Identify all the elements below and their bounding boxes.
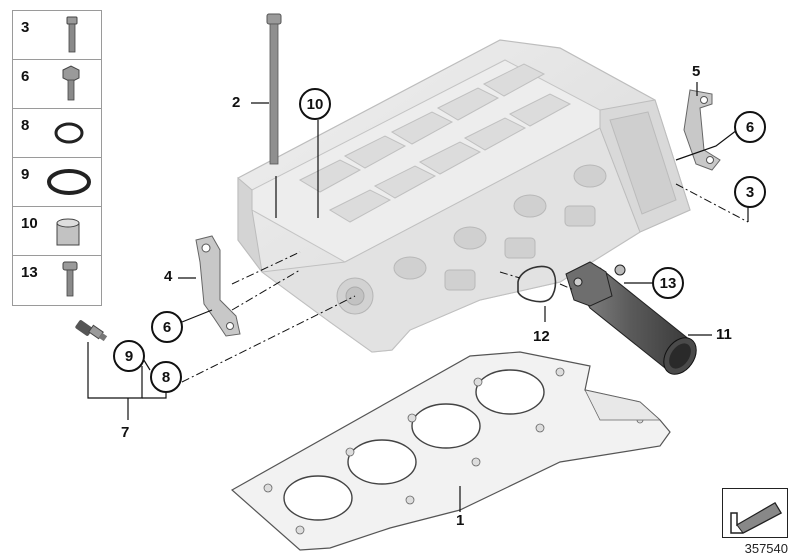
dashed-leaders (181, 183, 749, 383)
callout-8: 8 (150, 361, 182, 393)
label-5: 5 (692, 63, 701, 80)
legend-number: 3 (21, 19, 30, 36)
temperature-sensor (75, 320, 108, 342)
head-gasket (230, 351, 671, 551)
callout-9: 9 (113, 340, 145, 372)
callout-3: 3 (734, 176, 766, 208)
label-12: 12 (533, 328, 550, 345)
legend-number: 6 (21, 68, 30, 85)
label-2: 2 (232, 94, 241, 111)
legend-item: 3 (13, 11, 101, 60)
torx-bolt-icon (62, 261, 78, 297)
arrow-reference-icon (730, 501, 783, 534)
diagram-id: 357540 (744, 541, 788, 556)
bracket-left (195, 235, 241, 337)
o-ring-large-icon (47, 169, 91, 195)
sleeve-icon (56, 218, 80, 246)
bolt-icon (66, 16, 78, 53)
legend-number: 10 (21, 215, 38, 232)
legend-item: 13 (13, 256, 101, 305)
label-11: 11 (716, 326, 732, 343)
parts-legend: 3 6 8 9 10 (12, 10, 102, 306)
legend-item: 8 (13, 109, 101, 158)
legend-number: 13 (21, 264, 38, 281)
bracket-right (683, 89, 721, 171)
label-1: 1 (456, 512, 465, 529)
callout-6-right: 6 (734, 111, 766, 143)
callout-13: 13 (652, 267, 684, 299)
legend-number: 9 (21, 166, 30, 183)
legend-item: 6 (13, 60, 101, 109)
label-4: 4 (164, 268, 173, 285)
legend-number: 8 (21, 117, 30, 134)
callout-10: 10 (299, 88, 331, 120)
label-7: 7 (121, 424, 130, 441)
o-ring-small-icon (54, 122, 84, 144)
legend-item: 10 (13, 207, 101, 256)
cylinder-head (237, 39, 691, 353)
callout-6-left: 6 (151, 311, 183, 343)
coolant-pipe (565, 261, 697, 375)
reference-box (722, 488, 788, 538)
pipe-gasket (517, 265, 557, 303)
cylinder-head-bolt (266, 13, 282, 165)
hex-bolt-icon (62, 65, 80, 101)
legend-item: 9 (13, 158, 101, 207)
